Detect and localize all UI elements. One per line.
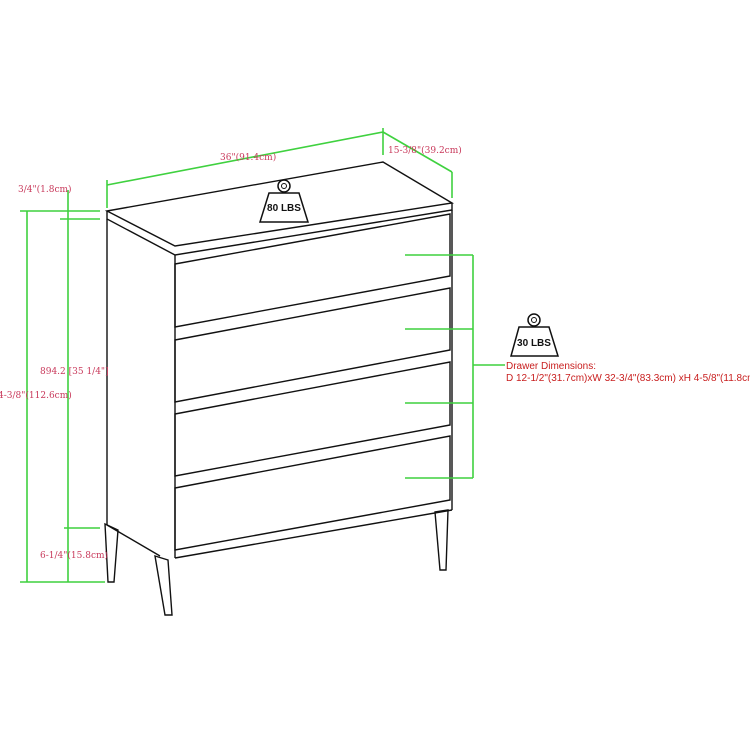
weight-icon-30: 30 LBS	[510, 313, 560, 357]
weight-icon-80: 80 LBS	[258, 179, 310, 223]
depth-label: 15-3/8"(39.2cm)	[388, 145, 462, 156]
drawer-dimensions-title: Drawer Dimensions:	[506, 361, 596, 372]
total-height-label: 4-3/8"(112.6cm)	[0, 390, 72, 401]
leg-back-left	[104, 522, 119, 583]
drawer-3	[174, 361, 451, 477]
drawer-weight-label: 30 LBS	[517, 338, 551, 349]
top-thickness-label: 3/4"(1.8cm)	[18, 184, 72, 195]
side-apron	[106, 524, 161, 557]
dresser-drawing	[104, 161, 455, 616]
width-label: 36"(91.4cm)	[220, 152, 276, 163]
drawer-2	[174, 287, 451, 403]
top-weight-label: 80 LBS	[267, 203, 301, 214]
drawer-4	[174, 435, 451, 551]
drawers	[174, 213, 451, 551]
dimension-lines	[20, 128, 505, 583]
leg-front-left	[154, 554, 173, 616]
drawer-1	[174, 213, 451, 328]
leg-height-label: 6-1/4"(15.8cm)	[40, 550, 108, 561]
body-height-label: 894.2 [35 1/4"]	[40, 367, 109, 377]
apron	[174, 509, 453, 559]
leg-front-right	[434, 509, 449, 571]
drawer-dimensions-value: D 12-1/2"(31.7cm)xW 32-3/4"(83.3cm) xH 4…	[506, 373, 750, 384]
